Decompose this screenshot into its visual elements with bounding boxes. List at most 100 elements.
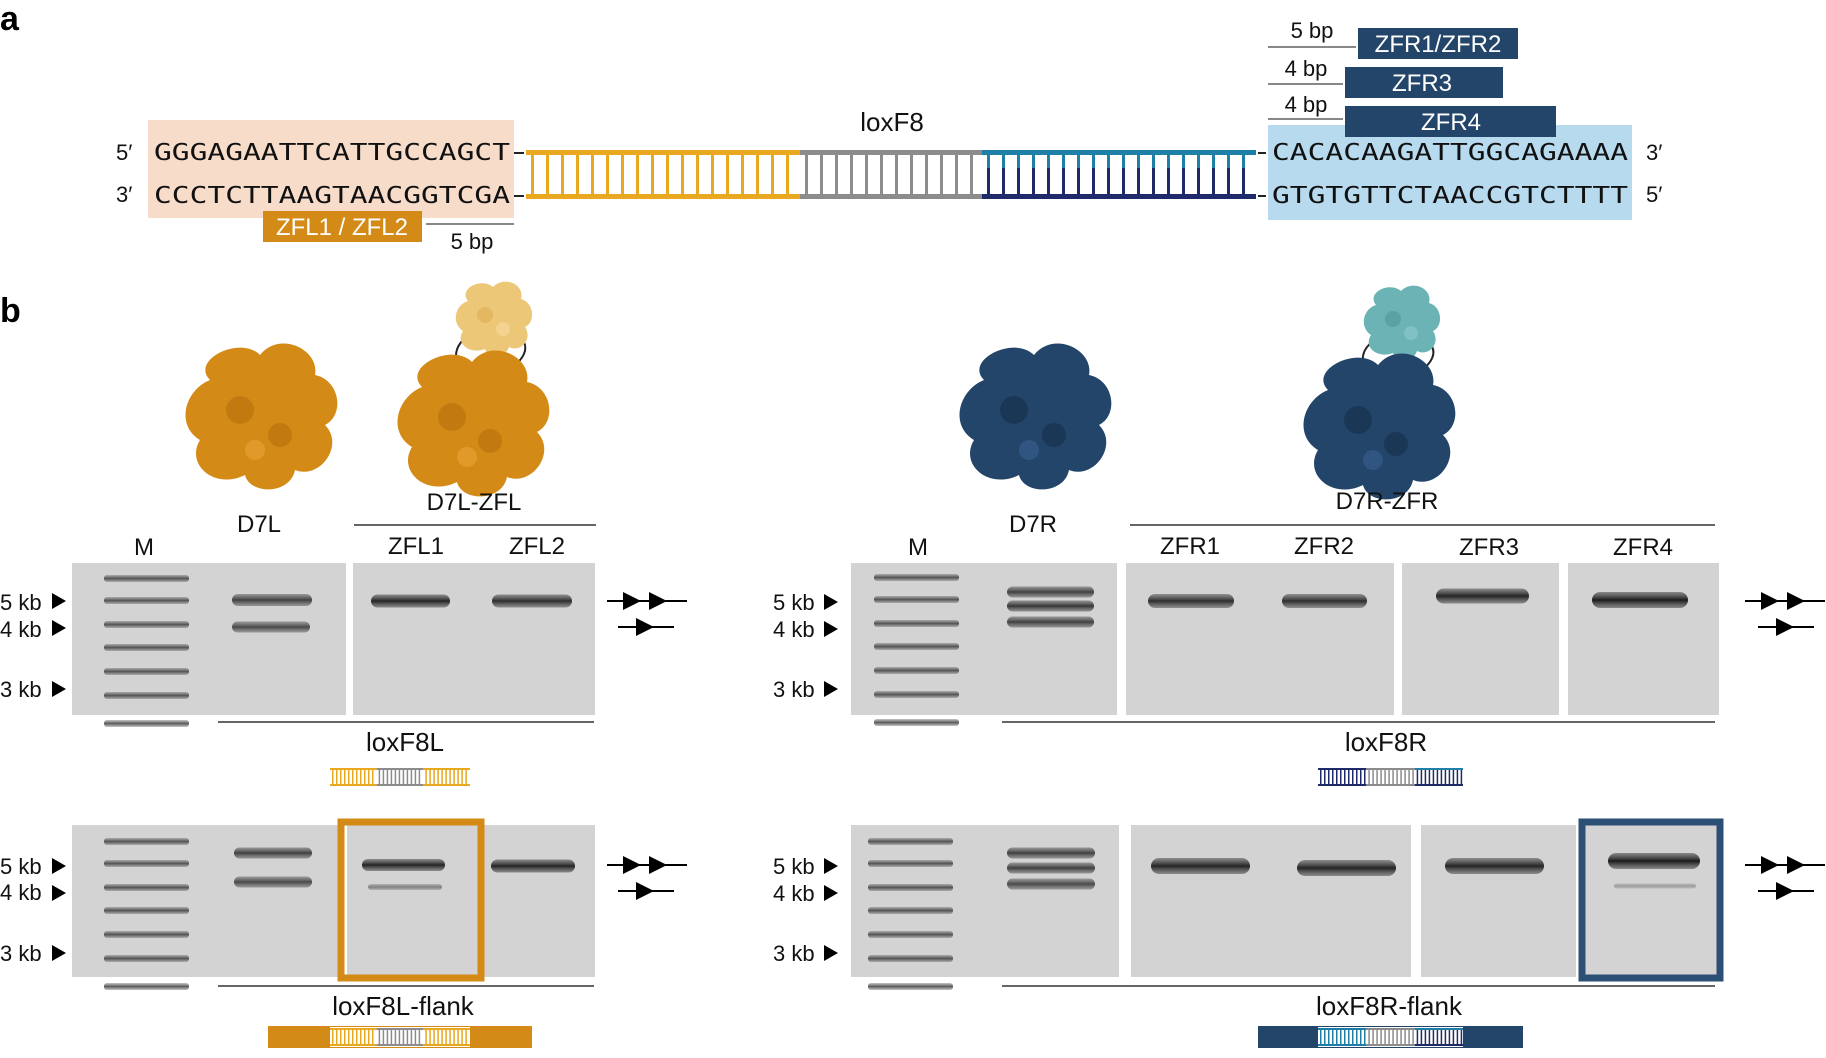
mini-dna-rung <box>372 1030 374 1044</box>
mini-dna-rung <box>1460 1030 1463 1044</box>
mini-dna-bottom <box>1318 1044 1367 1046</box>
dna-rung <box>1227 155 1230 194</box>
mini-dna-rung <box>1360 1030 1362 1044</box>
mini-dna-rung <box>1460 770 1463 784</box>
mini-dna-top <box>330 768 377 770</box>
mini-dna-rung <box>1456 770 1459 784</box>
lane-header-zfr1: ZFR1 <box>1160 533 1220 560</box>
mini-dna-rung <box>406 770 409 784</box>
left-ladder-header: M <box>134 534 154 561</box>
mini-dna-rung <box>372 770 374 784</box>
mini-dna-rung <box>410 1030 413 1044</box>
mini-dna-rung <box>1340 770 1342 784</box>
dna-rung <box>987 155 990 194</box>
dna-rung <box>955 155 958 194</box>
d7l-label: D7L <box>237 511 281 538</box>
zfr12-spacer-label: 5 bp <box>1291 18 1334 43</box>
dna-rung-cap <box>1227 155 1230 168</box>
gel-band <box>362 859 445 871</box>
lox-site-arrow <box>636 618 654 636</box>
product-arrows <box>607 592 1825 900</box>
d7l-zfl-label: D7L-ZFL <box>427 489 522 516</box>
dna-rung <box>621 155 624 194</box>
ladder-band <box>874 596 959 603</box>
lox-site-arrow <box>1787 592 1805 610</box>
mini-dna-bottom <box>423 1044 470 1046</box>
ladder-band <box>104 668 189 675</box>
mini-dna-bg <box>1318 767 1463 787</box>
mini-dna-top <box>376 768 424 770</box>
mini-dna-rung <box>1416 1030 1419 1044</box>
mini-dna-rung <box>1416 770 1419 784</box>
size-marker-5kb: 5 kb <box>773 854 815 879</box>
mini-dna-rung <box>437 1030 439 1044</box>
lox-site-arrow <box>623 592 641 610</box>
mini-dna-rung <box>461 1030 463 1044</box>
lane-header-zfr3: ZFR3 <box>1459 534 1519 561</box>
dna-rung <box>940 155 943 194</box>
mini-dna-rung <box>1424 1030 1427 1044</box>
dna-rung-cap <box>1047 155 1050 168</box>
zfl1-flank-highlight-frame <box>337 818 485 982</box>
mini-dna-rung <box>382 770 385 784</box>
loxf8r-label: loxF8R <box>1345 727 1427 757</box>
zfr3-binding-label: ZFR3 <box>1392 70 1452 97</box>
mini-dna-rung <box>352 770 354 784</box>
mini-dna-rung <box>1404 770 1406 784</box>
mini-dna-rung <box>1440 770 1443 784</box>
mini-dna-rung <box>433 770 435 784</box>
zfl-binding-box <box>263 211 422 242</box>
dna-rung <box>1002 155 1005 194</box>
mini-dna-rung <box>1344 1030 1346 1044</box>
mini-dna-rung <box>382 1030 385 1044</box>
size-markers-left-bottom: 5 kb 4 kb 3 kb <box>0 854 66 966</box>
size-markers-right-top: 5 kb 4 kb 3 kb <box>773 590 838 702</box>
gel-band <box>492 594 572 608</box>
mini-dna-rung <box>402 1030 405 1044</box>
size-marker-3kb: 3 kb <box>773 677 815 702</box>
zfr12-binding-label: ZFR1/ZFR2 <box>1375 31 1502 58</box>
ladder-band <box>874 719 959 726</box>
gel-band <box>234 876 312 888</box>
mini-dna-rung <box>402 770 405 784</box>
mini-dna-bottom <box>376 1044 424 1046</box>
dna-backbone-bottom <box>526 194 800 199</box>
dna-rung <box>1107 155 1110 194</box>
mini-dna-bottom <box>1414 1044 1463 1046</box>
mini-dna-top <box>1366 1028 1415 1030</box>
mini-dna-rung <box>394 770 397 784</box>
dna-rung <box>820 155 823 194</box>
top-right-sequence: CACACAAGATTGGCAGAAAA <box>1272 140 1628 166</box>
mini-dna-rung <box>1388 770 1390 784</box>
mini-dna-rung <box>1412 770 1414 784</box>
mini-dna-rung <box>1344 770 1346 784</box>
mini-dna-rung <box>368 770 370 784</box>
mini-dna-rung <box>445 1030 447 1044</box>
mini-dna-rung <box>1332 770 1334 784</box>
ladder-band <box>104 907 189 914</box>
dna-rung <box>696 155 699 194</box>
dna-rung-cap <box>1002 155 1005 168</box>
dna-rung-cap <box>1182 155 1185 168</box>
gel-band <box>1592 592 1688 608</box>
mini-dna-rung <box>398 770 401 784</box>
mini-dna-rung <box>1380 770 1382 784</box>
mini-dna-top <box>1414 768 1463 770</box>
lane-header-zfr2: ZFR2 <box>1294 533 1354 560</box>
mini-dna-rung <box>1384 1030 1386 1044</box>
dna-backbone-bottom <box>800 194 982 199</box>
mini-dna-rung <box>336 1030 338 1044</box>
mini-dna-rung <box>429 1030 431 1044</box>
size-marker-4kb: 4 kb <box>773 881 815 906</box>
mini-dna-rung <box>453 1030 455 1044</box>
gel-band <box>1007 616 1094 628</box>
mini-dna-rung <box>352 1030 354 1044</box>
gel-panel <box>1402 563 1559 715</box>
mini-dna-rung <box>1376 770 1378 784</box>
gel-band <box>1007 878 1095 890</box>
mini-dna-rung <box>348 770 350 784</box>
zfr4-binding-label: ZFR4 <box>1421 109 1481 136</box>
dna-rung <box>1017 155 1020 194</box>
ladder-band <box>104 597 189 604</box>
mini-dna-rung <box>1336 770 1338 784</box>
